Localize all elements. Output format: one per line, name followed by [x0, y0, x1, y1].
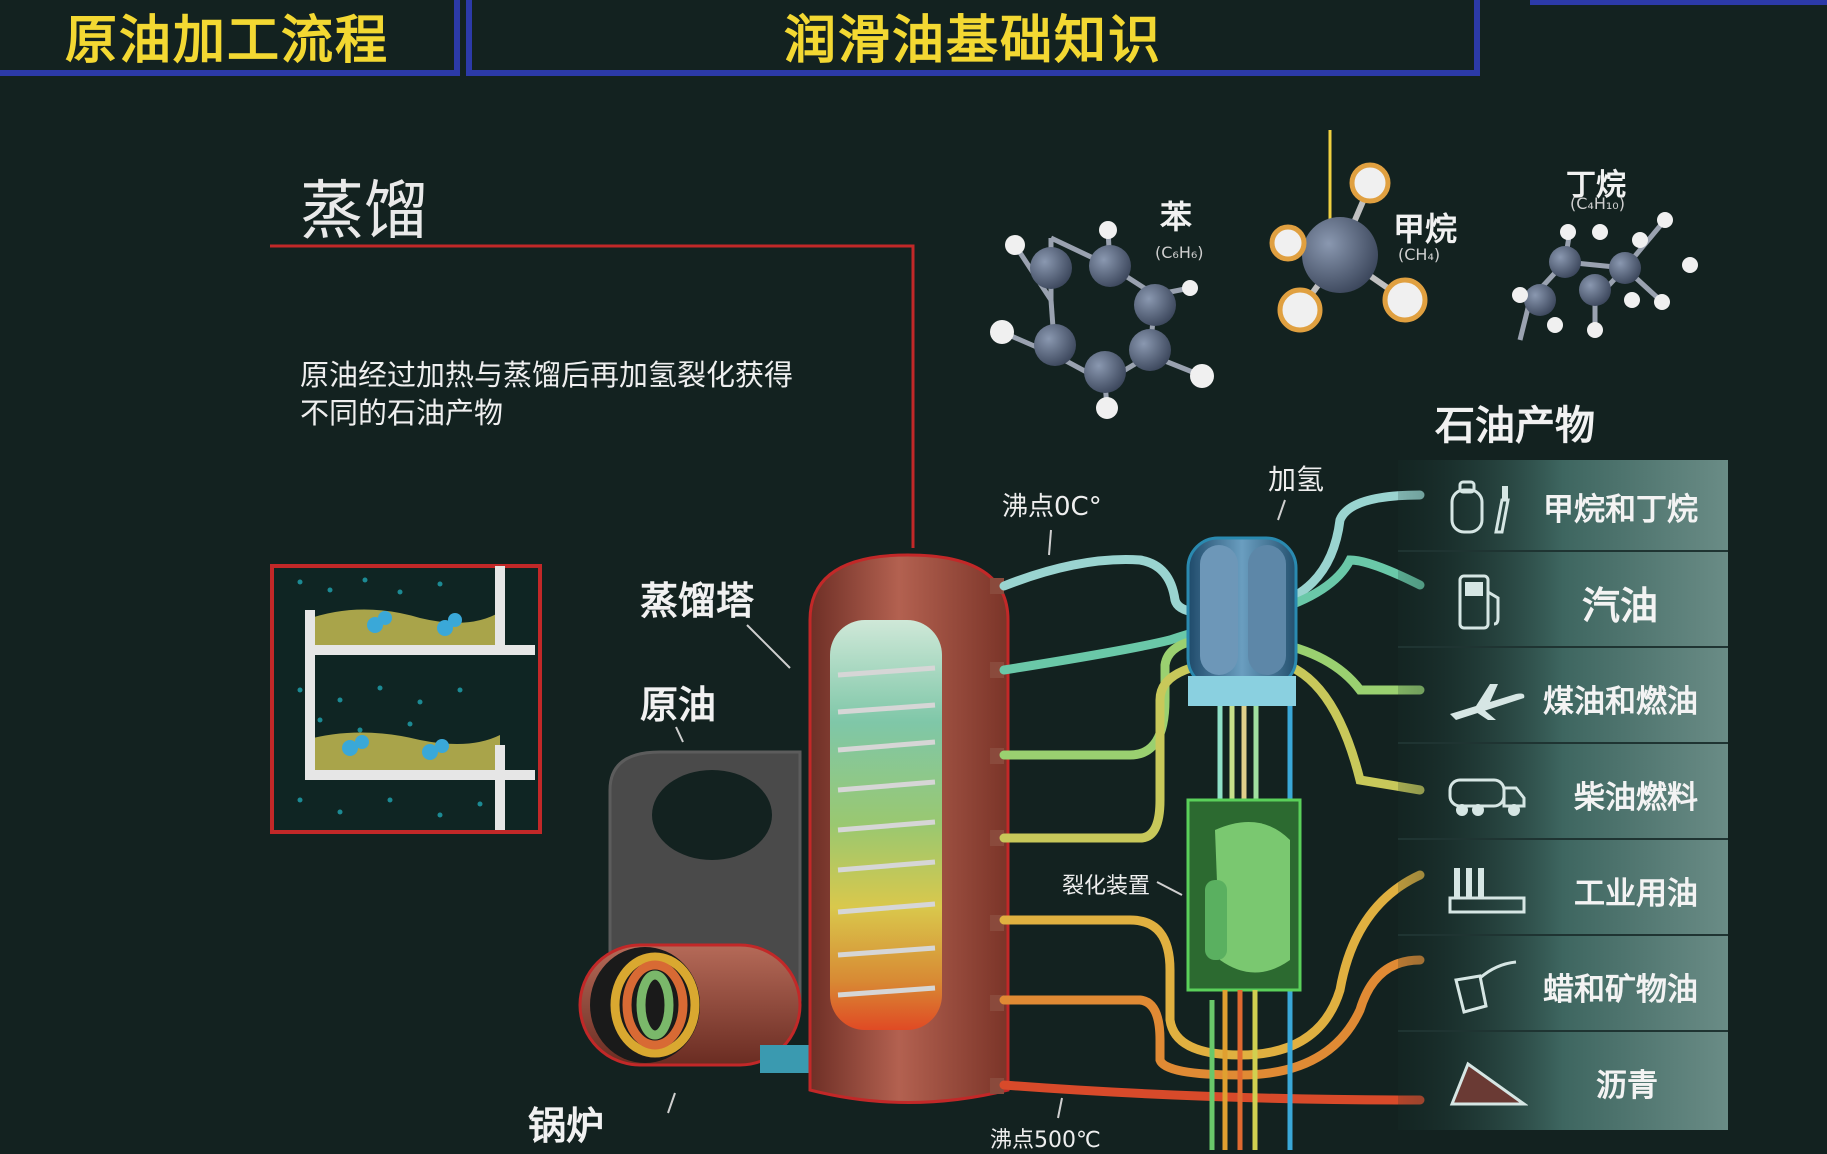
hydrogenation-label: 加氢	[1268, 463, 1325, 496]
tab-crude-oil-process[interactable]: 原油加工流程	[0, 0, 460, 76]
cracker-label: 裂化装置	[1062, 874, 1151, 899]
product-item-gasoline: 汽油	[1398, 556, 1728, 648]
tab-lubricant-basics-label: 润滑油基础知识	[783, 10, 1162, 71]
butane-molecule	[1512, 212, 1698, 341]
section-frame-line	[270, 244, 915, 548]
boiling-point-low-label: 沸点0C°	[1002, 492, 1102, 522]
butane-label: 丁烷	[1566, 168, 1626, 203]
product-item-wax-mineral-oil: 蜡和矿物油	[1398, 940, 1728, 1032]
benzene-label: 苯	[1160, 198, 1193, 236]
product-item-industrial-oil: 工业用油	[1398, 844, 1728, 936]
methane-formula: (CH₄)	[1398, 245, 1441, 264]
product-item-asphalt: 沥青	[1398, 1036, 1728, 1128]
label-pointers	[667, 499, 1286, 1119]
oil-can-icon	[1454, 960, 1517, 1014]
methane-molecule	[1269, 130, 1428, 333]
fuel-pump-icon	[1458, 574, 1500, 630]
product-label: 汽油	[1581, 583, 1658, 628]
asphalt-road-icon	[1449, 1061, 1528, 1106]
benzene-molecule	[990, 221, 1214, 419]
section-title: 蒸馏	[300, 175, 428, 249]
products-title: 石油产物	[1435, 403, 1595, 449]
header-accent-line	[1530, 0, 1827, 5]
benzene-formula: (C₆H₆)	[1155, 243, 1204, 262]
product-item-kerosene: 煤油和燃油	[1398, 652, 1728, 744]
airplane-icon	[1450, 684, 1525, 720]
tower-label: 蒸馏塔	[640, 579, 755, 623]
boiler	[578, 943, 820, 1073]
product-item-methane-butane: 甲烷和丁烷	[1398, 460, 1728, 552]
tanker-truck-icon	[1448, 778, 1526, 816]
distillation-tower	[808, 553, 1010, 1104]
gas-canister-icon	[1450, 480, 1510, 534]
boiling-point-high-label: 沸点500℃	[990, 1128, 1101, 1153]
product-label: 工业用油	[1574, 875, 1698, 912]
product-label: 蜡和矿物油	[1543, 971, 1698, 1008]
boiler-label: 锅炉	[528, 1104, 605, 1148]
crude-oil-label: 原油	[640, 683, 717, 727]
product-label: 柴油燃料	[1574, 779, 1698, 816]
butane-formula: (C₄H₁₀)	[1570, 194, 1625, 213]
factory-icon	[1448, 868, 1526, 914]
hydrogenation-unit	[1186, 536, 1302, 1150]
product-label: 甲烷和丁烷	[1543, 491, 1698, 528]
product-label: 沥青	[1596, 1067, 1658, 1104]
tab-lubricant-basics[interactable]: 润滑油基础知识	[466, 0, 1480, 76]
products-panel	[1398, 460, 1728, 1130]
tray-detail-inset	[270, 564, 542, 834]
product-label: 煤油和燃油	[1543, 683, 1698, 720]
methane-label: 甲烷	[1393, 210, 1458, 248]
tab-crude-oil-process-label: 原油加工流程	[64, 10, 389, 71]
section-description: 原油经过加热与蒸馏后再加氢裂化获得不同的石油产物	[300, 358, 794, 430]
product-item-diesel: 柴油燃料	[1398, 748, 1728, 840]
